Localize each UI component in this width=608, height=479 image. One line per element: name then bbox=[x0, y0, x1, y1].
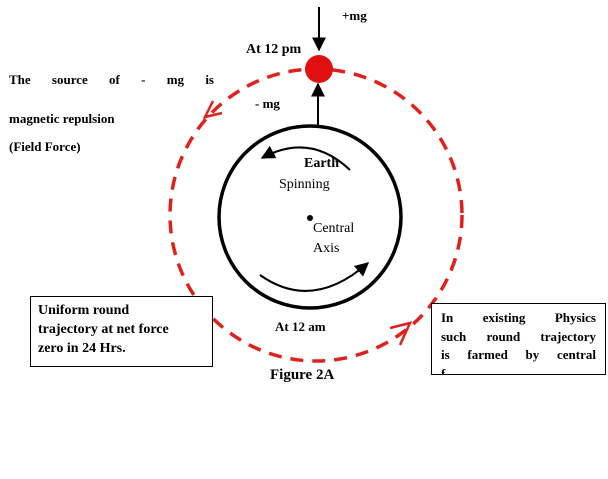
right-box-line4: f... bbox=[441, 365, 456, 375]
plus-mg-label: +mg bbox=[342, 8, 367, 23]
right-info-box: In existing Physics such round trajector… bbox=[431, 303, 606, 375]
spin-arrow-top bbox=[260, 145, 351, 171]
left-info-box: Uniform round trajectory at net force ze… bbox=[30, 296, 213, 367]
orbit-arrow-upper-left bbox=[202, 100, 223, 119]
orbiting-body bbox=[305, 55, 333, 83]
axis-label: Axis bbox=[313, 241, 340, 256]
earth-circle bbox=[217, 124, 403, 310]
central-axis-dot bbox=[307, 215, 313, 221]
orbit-trajectory bbox=[168, 67, 464, 363]
spin-arrow-bottom bbox=[259, 262, 370, 292]
left-box-line3: zero in 24 Hrs. bbox=[38, 341, 126, 356]
source-line1: The source of - mg is bbox=[9, 72, 214, 87]
at-12-am-label: At 12 am bbox=[275, 319, 326, 334]
figure-caption: Figure 2A bbox=[270, 367, 335, 383]
left-box-line2: trajectory at net force bbox=[38, 322, 169, 337]
source-line2: magnetic repulsion bbox=[9, 111, 115, 126]
right-box-line2: such round trajectory bbox=[441, 328, 596, 344]
orbit-arrow-lower-right bbox=[389, 321, 413, 346]
minus-mg-label: - mg bbox=[255, 96, 280, 111]
earth-label: Earth bbox=[304, 156, 339, 171]
at-12-pm-label: At 12 pm bbox=[246, 42, 302, 57]
right-box-line3: is farmed by central bbox=[441, 347, 596, 362]
spinning-label: Spinning bbox=[279, 177, 330, 192]
left-box-line1: Uniform round bbox=[38, 303, 130, 318]
source-line3: (Field Force) bbox=[9, 139, 81, 154]
central-label: Central bbox=[313, 221, 355, 236]
right-box-line1: In existing Physics bbox=[441, 310, 596, 325]
